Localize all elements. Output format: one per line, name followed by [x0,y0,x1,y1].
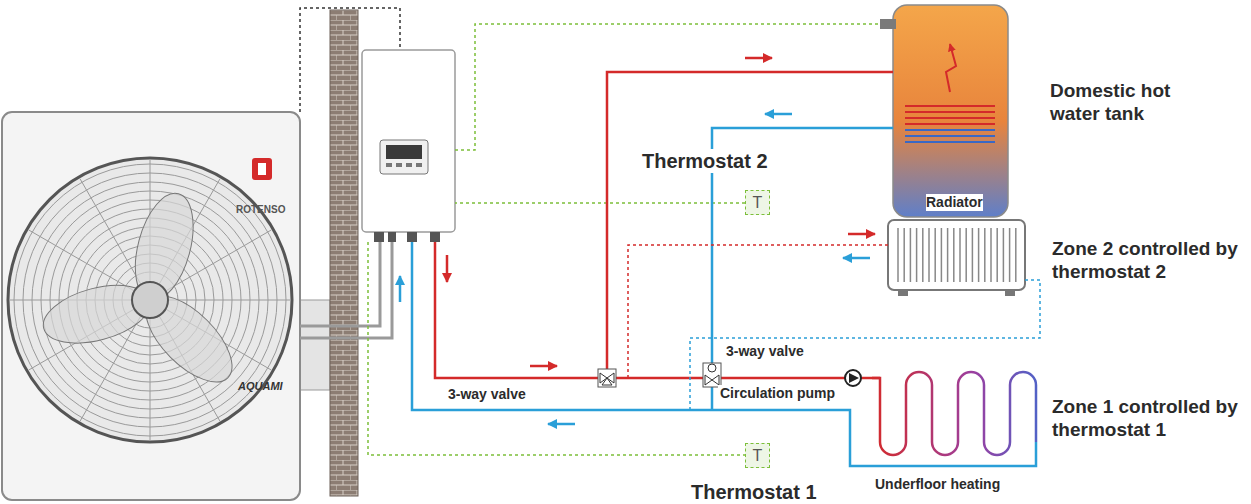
component-box: Underfloor heating [870,362,1040,458]
component-label: Domestic hot water tank [1050,80,1185,126]
tank [880,5,1008,217]
zone-label: Zone 1 controlled by thermostat 1 [1050,396,1244,442]
valves-and-pump [598,363,861,387]
zone-label: Zone 2 controlled by thermostat 2 [1050,238,1244,284]
part-label: 3-way valve [724,343,806,360]
thermostat-box: Thermostat 2T [745,190,770,215]
component-box: Domestic hot water tank [893,5,1008,217]
wall [330,10,358,496]
part-label: Circulation pump [718,385,837,402]
component-label: Radiator [926,194,983,211]
control-wires [368,24,882,455]
component-label: ROTENSO [236,204,285,216]
pipes [412,72,1040,466]
component-label: Thermostat 2 [642,149,768,173]
component-box: ROTENSO AQUAMI [2,112,300,500]
flow-arrows [400,58,875,424]
thermostat-symbol: T [753,448,763,464]
radiator [888,220,1025,296]
indoor-unit [362,50,455,242]
component-label: AQUAMI [238,380,283,393]
refrigerant-pipes [300,242,392,338]
component-label: Underfloor heating [875,476,1000,493]
thermostat-symbol: T [753,195,763,211]
part-label: 3-way valve [446,386,528,403]
component-box: Radiator [888,220,1025,290]
component-label: Thermostat 1 [691,480,817,504]
thermostat-box: Thermostat 1T [745,443,770,468]
outdoor-unit [2,112,330,500]
